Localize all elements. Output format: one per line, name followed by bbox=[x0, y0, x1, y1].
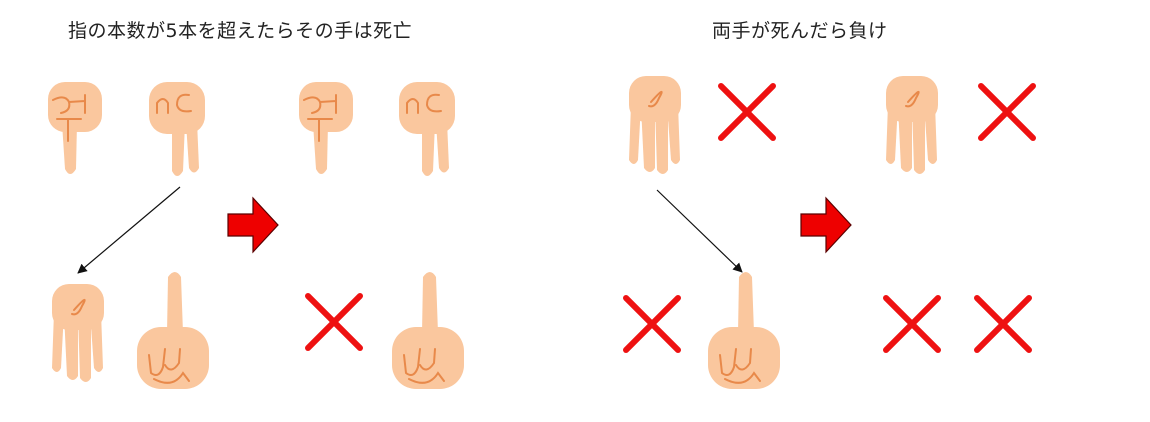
left-caption: 指の本数が5本を超えたらその手は死亡 bbox=[68, 20, 413, 42]
right-after-top-right-dead-cross bbox=[981, 86, 1033, 138]
right-before-bottom-left-dead-cross bbox=[626, 298, 678, 350]
right-after-bottom-left-dead-cross bbox=[886, 298, 938, 350]
left-after-state bbox=[298, 81, 465, 390]
right-transition-arrow bbox=[800, 197, 852, 253]
right-before-top-left-five-finger-hand bbox=[628, 75, 682, 175]
left-before-top-right-two-finger-hand bbox=[148, 81, 206, 177]
left-pointer-arrow bbox=[77, 186, 181, 274]
left-after-top-left-fist-hand bbox=[298, 81, 354, 175]
left-before-top-left-fist-hand bbox=[47, 81, 103, 175]
right-after-state bbox=[885, 75, 1033, 350]
right-after-top-left-five-finger-hand bbox=[885, 75, 939, 175]
right-after-bottom-right-dead-cross bbox=[977, 298, 1029, 350]
left-after-bottom-right-one-finger-hand bbox=[391, 271, 465, 390]
right-before-bottom-right-one-finger-hand bbox=[707, 271, 781, 390]
left-before-bottom-right-one-finger-hand bbox=[136, 271, 210, 390]
right-pointer-arrow bbox=[656, 189, 743, 273]
right-before-state bbox=[626, 75, 781, 390]
left-transition-arrow bbox=[227, 197, 279, 253]
left-after-dead-cross bbox=[308, 296, 360, 348]
left-after-top-right-two-finger-hand bbox=[398, 81, 456, 177]
right-before-top-right-dead-cross bbox=[721, 86, 773, 138]
left-before-bottom-left-five-finger-hand bbox=[51, 283, 105, 383]
left-before-state bbox=[47, 81, 210, 390]
right-caption: 両手が死んだら負け bbox=[712, 20, 888, 42]
